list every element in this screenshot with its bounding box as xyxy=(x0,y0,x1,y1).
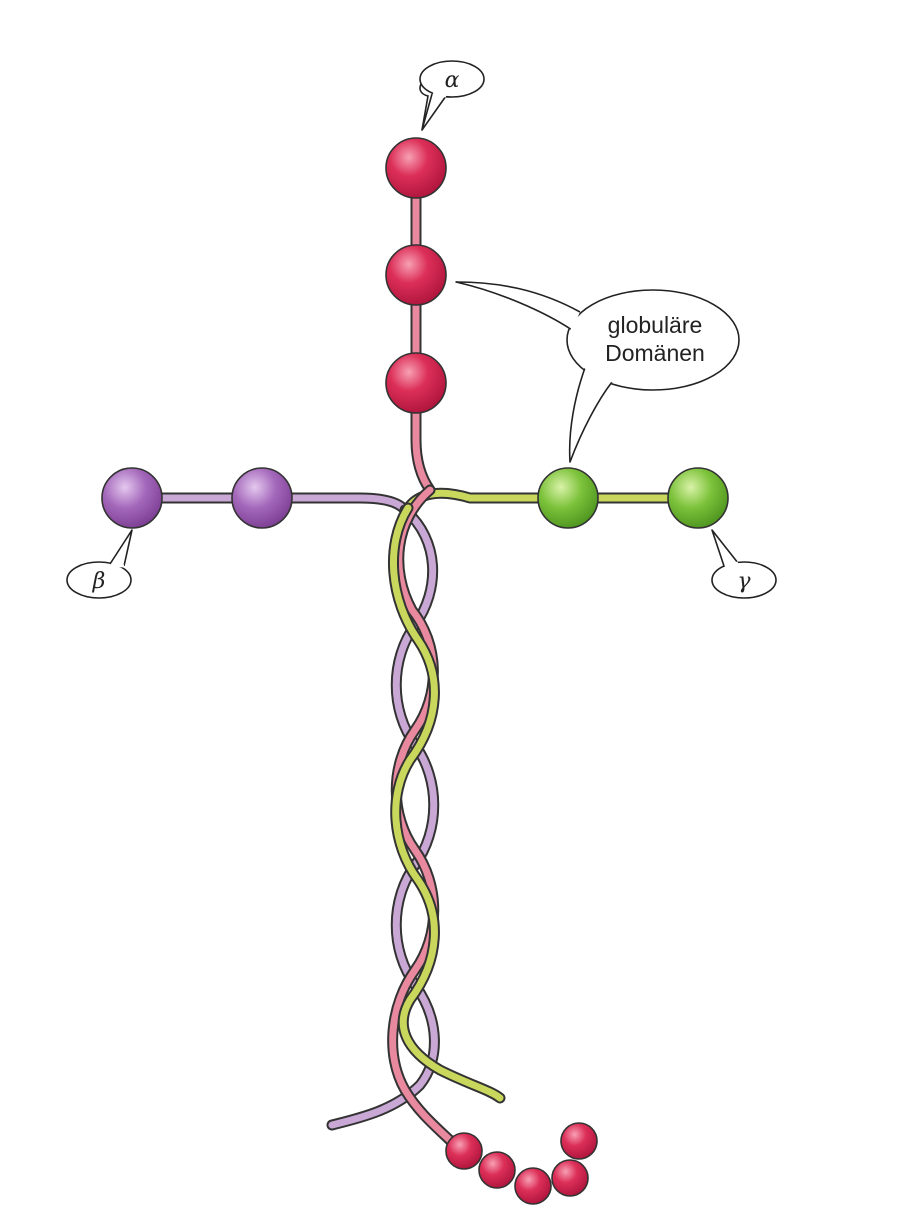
gamma-callout: γ xyxy=(711,529,777,599)
beta-domains xyxy=(101,467,293,529)
gamma-label: γ xyxy=(737,569,751,594)
gamma-domains xyxy=(537,467,729,529)
alpha-tail-domain-3 xyxy=(514,1167,552,1205)
alpha-domains xyxy=(385,137,447,414)
beta-domain-2 xyxy=(231,467,293,529)
alpha-domain-3 xyxy=(385,352,447,414)
alpha-chain-top xyxy=(412,164,434,494)
globular-domains-label-line1: globuläre xyxy=(608,312,703,338)
gamma-domain-2 xyxy=(667,467,729,529)
alpha-domain-1 xyxy=(385,137,447,199)
alpha-helix xyxy=(389,486,464,1154)
alpha-tail-domain-4 xyxy=(551,1159,589,1197)
alpha-tail-domain-2 xyxy=(478,1151,516,1189)
beta-callout: β xyxy=(66,529,133,599)
gamma-helix xyxy=(390,504,504,1102)
beta-helix-outline xyxy=(326,504,440,1131)
beta-label: β xyxy=(92,569,106,594)
alpha-tail-domains xyxy=(445,1122,598,1205)
alpha-chain xyxy=(410,162,436,496)
alpha-domain-2 xyxy=(385,244,447,306)
alpha-label: α xyxy=(445,68,460,93)
gamma-domain-1 xyxy=(537,467,599,529)
alpha-tail-domain-5 xyxy=(560,1122,598,1160)
coiled-coil xyxy=(326,484,506,1156)
beta-helix xyxy=(328,506,438,1129)
beta-domain-1 xyxy=(101,467,163,529)
alpha-callout: α xyxy=(419,60,485,131)
globular-domains-callout: globuläre Domänen xyxy=(455,281,740,463)
alpha-tail-domain-1 xyxy=(445,1132,483,1170)
globular-domains-label-line2: Domänen xyxy=(605,340,705,366)
